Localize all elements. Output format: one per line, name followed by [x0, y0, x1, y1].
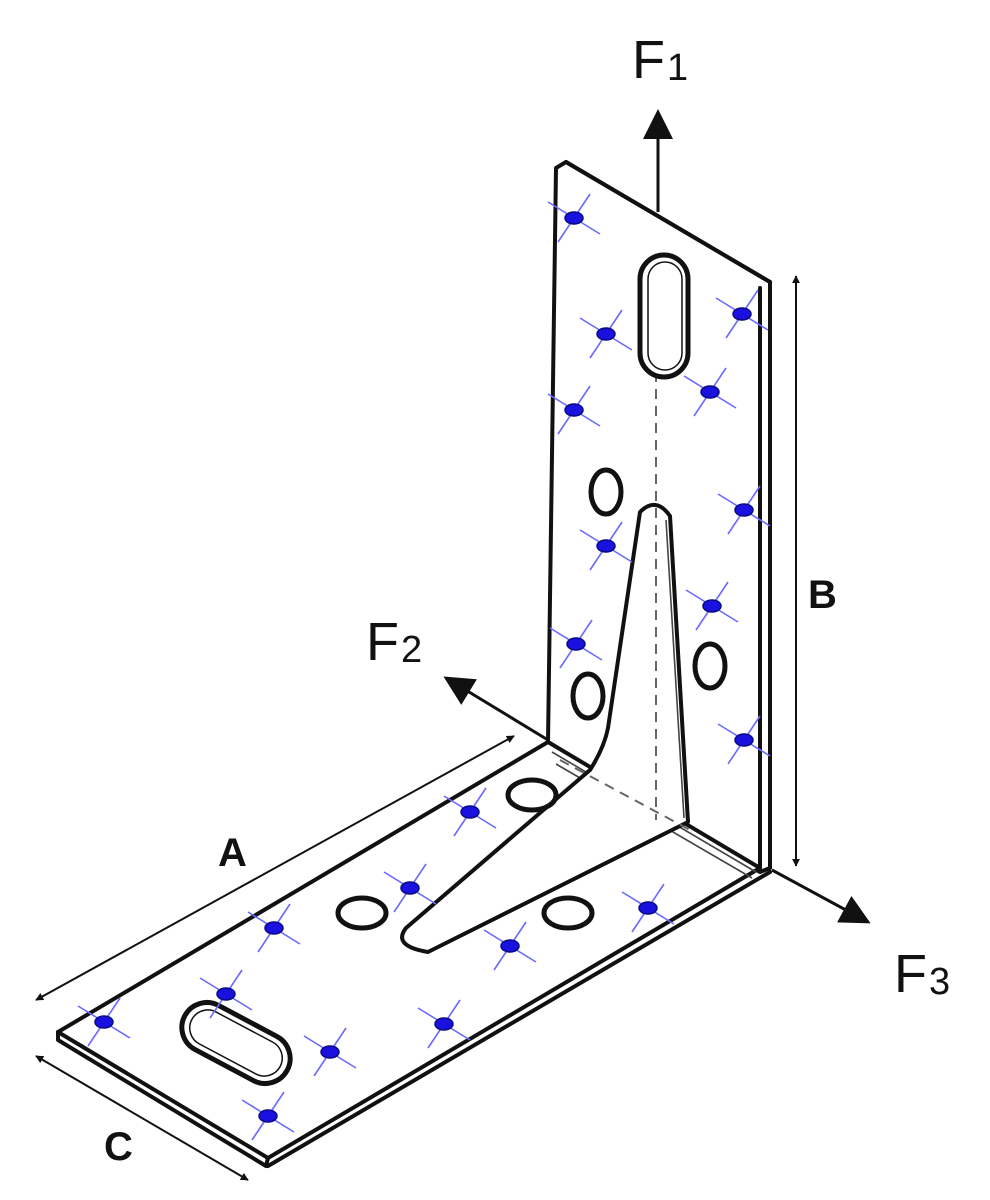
slot-hole-vertical	[637, 252, 691, 380]
round-hole	[570, 671, 606, 721]
round-hole	[588, 467, 624, 517]
nail-position-marker	[685, 581, 739, 631]
load-path-diagonal	[559, 759, 691, 831]
force-arrow-f2	[443, 676, 549, 742]
nail-position-marker	[549, 619, 603, 669]
force-arrow-f3	[771, 868, 871, 924]
nail-position-marker	[717, 715, 771, 765]
label-dimension-c: C	[104, 1125, 133, 1169]
label-force3: F3	[894, 944, 950, 1004]
holes	[179, 252, 728, 1086]
nail-position-marker	[715, 289, 769, 339]
nail-position-marker	[579, 309, 633, 359]
nail-position-marker	[621, 883, 675, 933]
label-force2: F2	[366, 612, 422, 672]
nail-position-marker	[241, 1091, 295, 1141]
nail-position-marker	[547, 385, 601, 435]
label-force1: F1	[632, 30, 688, 90]
nail-position-marker	[547, 193, 601, 243]
nail-position-marker	[417, 999, 471, 1049]
label-dimension-b: B	[808, 573, 837, 617]
dimension-lines	[35, 275, 800, 1181]
nail-position-marker	[683, 367, 737, 417]
round-hole	[692, 641, 728, 691]
nail-position-marker	[77, 997, 131, 1047]
nail-position-marker	[717, 485, 771, 535]
nail-position-marker	[303, 1027, 357, 1077]
round-hole	[541, 895, 595, 931]
force-arrows	[443, 109, 871, 924]
round-hole	[335, 895, 389, 931]
label-dimension-a: A	[218, 831, 247, 875]
dimension-line-a	[35, 735, 515, 1001]
round-hole	[505, 777, 559, 813]
nail-position-marker	[579, 521, 633, 571]
dimension-line-c	[35, 1055, 249, 1181]
